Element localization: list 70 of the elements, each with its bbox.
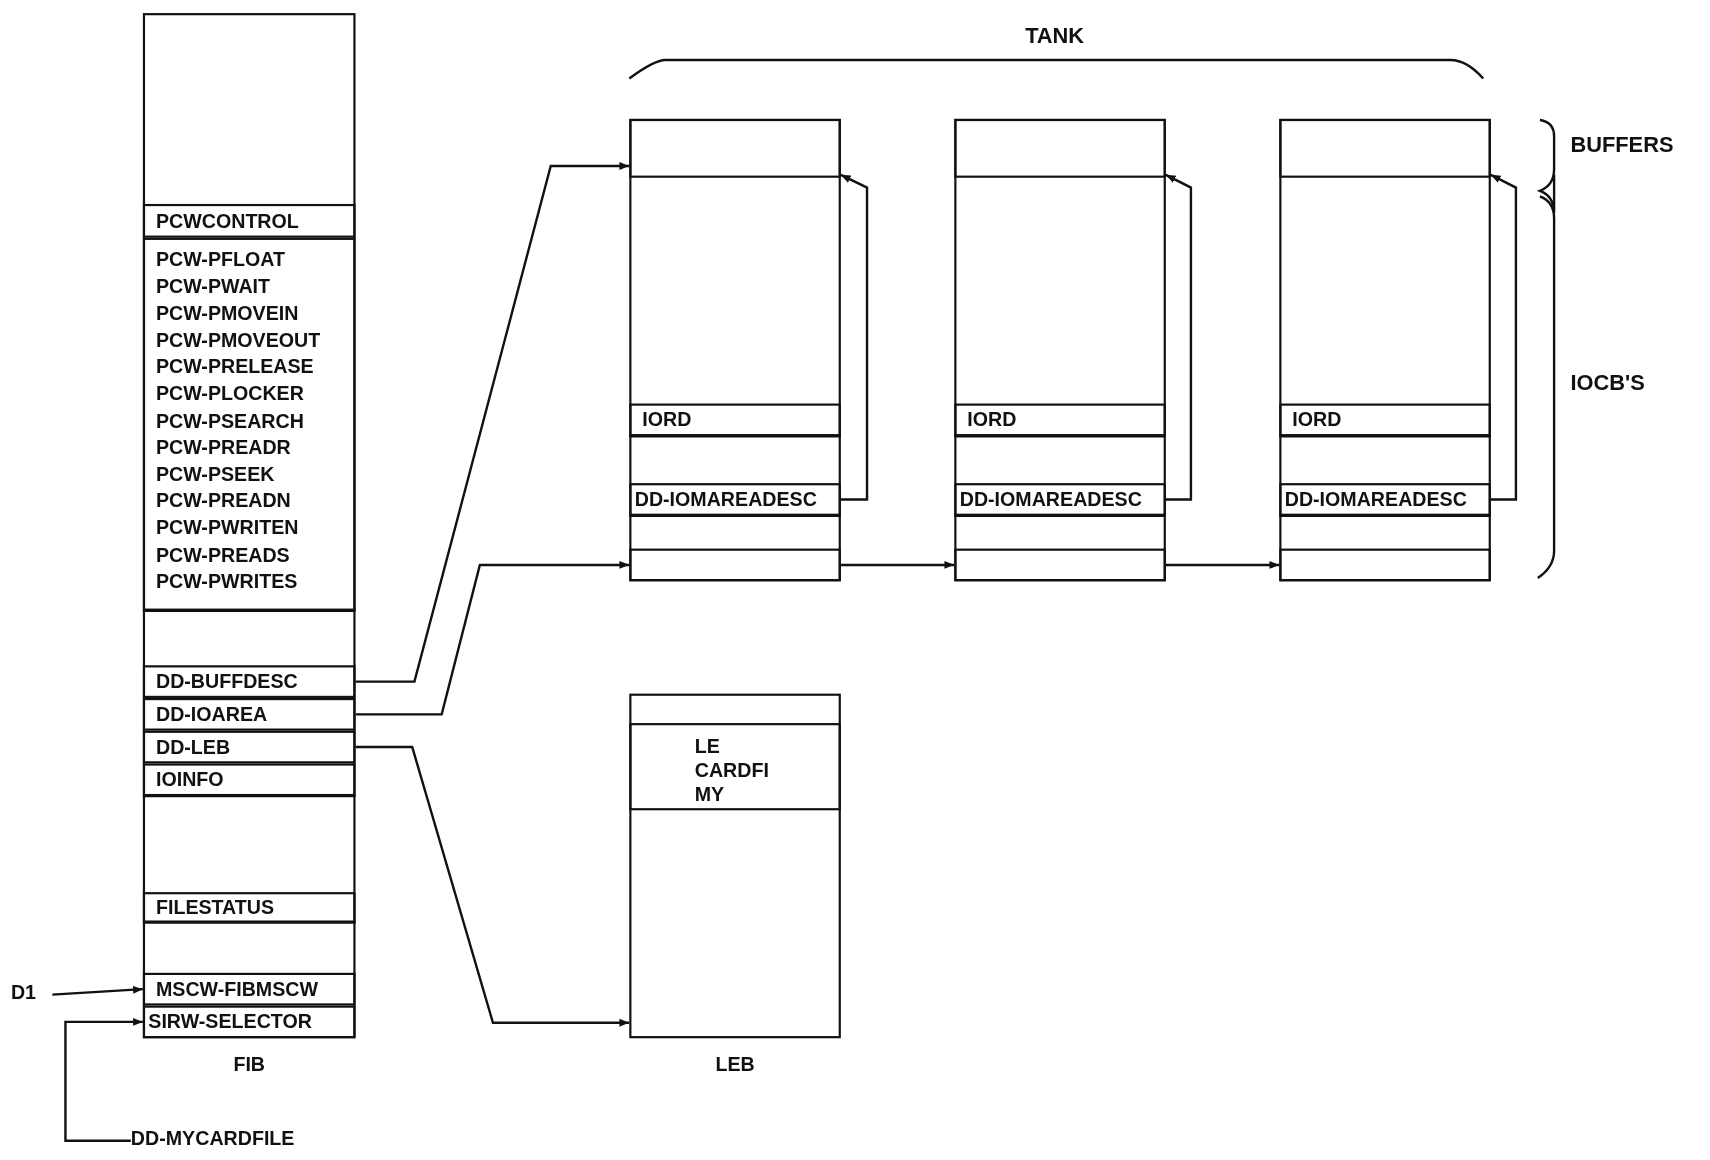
memory-field	[629, 723, 841, 811]
field-label: LE CARDFI MY	[694, 734, 770, 806]
memory-field	[142, 203, 356, 238]
field-label: PCW-PRELEASE	[155, 355, 314, 378]
arrow	[64, 1017, 143, 1142]
field-label: PCW-PMOVEIN	[155, 302, 299, 325]
memory-block	[629, 118, 841, 582]
region-label: BUFFERS	[1570, 133, 1674, 155]
arrow	[355, 745, 630, 1027]
field-label: MSCW-FIBMSCW	[155, 978, 319, 1001]
arrow	[355, 561, 630, 716]
region-label: IOCB'S	[1570, 371, 1645, 394]
memory-field	[142, 730, 356, 764]
field-label: IORD	[1292, 409, 1342, 431]
field-label: DD-BUFFDESC	[155, 670, 298, 693]
memory-cell	[1279, 118, 1491, 178]
memory-cell	[629, 548, 841, 582]
arrow	[840, 561, 955, 569]
arrow	[840, 173, 869, 501]
block-label: LEB	[715, 1053, 755, 1076]
memory-field	[1279, 403, 1491, 437]
arrow	[1490, 173, 1518, 501]
field-label: DD-IOMAREADESC	[1284, 488, 1467, 511]
region-label: TANK	[1025, 24, 1085, 46]
memory-cell	[954, 118, 1166, 178]
pointer-label: D1	[10, 981, 36, 1004]
field-label: IOINFO	[155, 768, 224, 791]
field-label: PCW-PLOCKER	[155, 382, 304, 405]
arrow	[1165, 561, 1280, 569]
field-label: PCW-PSEARCH	[155, 409, 304, 432]
arrow	[355, 162, 630, 683]
memory-block	[954, 118, 1166, 582]
memory-cell	[954, 548, 1166, 582]
memory-field	[142, 665, 356, 698]
field-label: PCW-PREADN	[155, 490, 291, 512]
field-label: DD-IOMAREADESC	[634, 488, 817, 511]
memory-field	[142, 763, 356, 797]
memory-field	[954, 403, 1166, 437]
field-label: PCW-PWRITES	[155, 570, 298, 593]
memory-field	[1279, 483, 1491, 516]
memory-cell	[1279, 548, 1491, 582]
field-label: DD-IOAREA	[155, 703, 268, 726]
arrow	[52, 985, 143, 996]
field-label: PCW-PMOVEOUT	[155, 329, 321, 351]
pointer-label: DD-MYCARDFILE	[130, 1127, 295, 1150]
memory-cell	[629, 118, 841, 178]
field-label: PCWCONTROL	[155, 209, 299, 232]
arrow	[1165, 173, 1193, 501]
field-label: DD-IOMAREADESC	[959, 488, 1142, 511]
field-label: PCW-PSEEK	[155, 463, 275, 486]
field-label: SIRW-SELECTOR	[148, 1011, 312, 1033]
memory-field	[629, 403, 841, 437]
field-label: PCW-PFLOAT	[155, 248, 285, 271]
field-label: IORD	[642, 409, 692, 431]
block-label: FIB	[233, 1053, 265, 1076]
field-label: PCW-PREADR	[155, 436, 291, 459]
memory-field	[142, 972, 356, 1006]
field-label: PCW-PWAIT	[155, 275, 271, 298]
memory-field	[954, 483, 1166, 516]
memory-field	[142, 698, 356, 731]
field-label: DD-LEB	[155, 736, 231, 758]
field-label: IORD	[967, 409, 1017, 431]
memory-block	[1279, 118, 1491, 582]
memory-field	[142, 892, 356, 923]
field-label: FILESTATUS	[155, 896, 275, 919]
memory-field	[629, 483, 841, 516]
memory-field	[142, 237, 356, 611]
field-label: PCW-PWRITEN	[155, 516, 299, 539]
field-label: PCW-PREADS	[155, 543, 290, 566]
memory-field	[142, 1005, 356, 1039]
